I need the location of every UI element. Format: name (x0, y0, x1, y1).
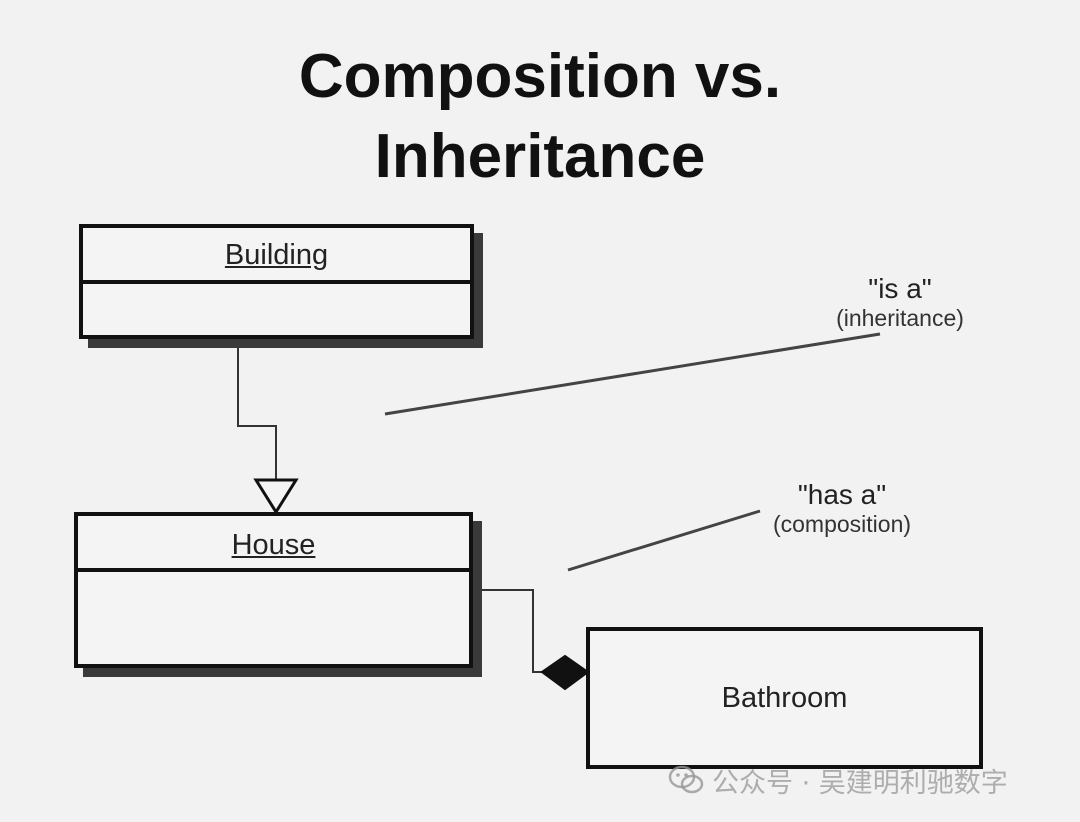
building-class-name: Building (83, 228, 470, 284)
has-a-label: "has a" (797, 479, 887, 510)
has-a-pointer-line (567, 509, 761, 572)
page-title-line1: Composition vs. (298, 42, 782, 111)
composition-diamond (540, 654, 590, 691)
inheritance-line (237, 339, 277, 480)
bathroom-class-name: Bathroom (721, 682, 848, 714)
composition-line (473, 589, 544, 673)
page-title-line2: Inheritance (374, 122, 706, 191)
is-a-label: "is a" (868, 273, 932, 304)
wechat-icon (668, 765, 704, 794)
house-class-name: House (78, 516, 469, 572)
house-class-box: House (74, 512, 473, 668)
is-a-pointer-line (384, 332, 881, 416)
watermark: 公众号 · 吴建明利驰数字 (668, 760, 1068, 800)
building-class-box: Building (79, 224, 474, 339)
is-a-annotation: "is a" (inheritance) (800, 274, 1000, 332)
has-a-annotation: "has a" (composition) (742, 480, 942, 538)
composition-label: (composition) (772, 511, 912, 537)
inheritance-arrowhead (253, 478, 299, 515)
watermark-text: 公众号 · 吴建明利驰数字 (712, 767, 1008, 799)
inheritance-label: (inheritance) (836, 305, 964, 331)
bathroom-class-box: Bathroom (586, 627, 983, 769)
